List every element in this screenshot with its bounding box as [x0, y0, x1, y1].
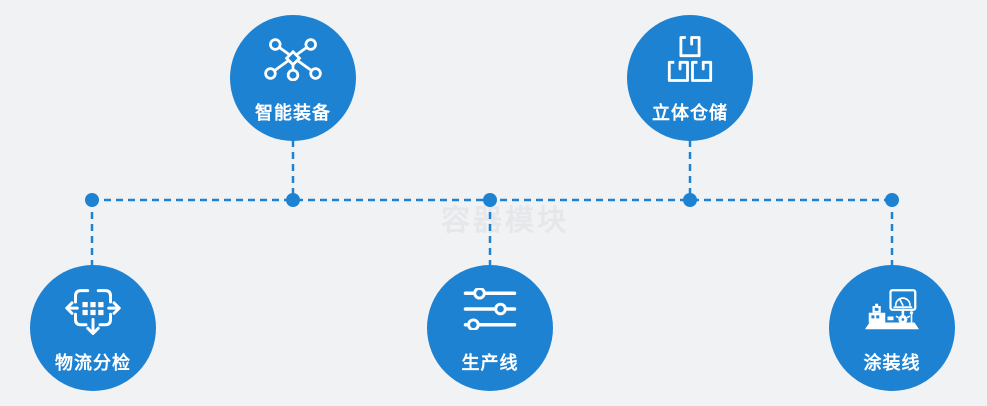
- node-label: 生产线: [461, 353, 519, 373]
- stacked-boxes-icon: [664, 30, 716, 88]
- node-production-line: 生产线: [427, 265, 553, 391]
- node-label: 智能装备: [255, 103, 331, 123]
- node-coating-line: 涂装线: [829, 265, 955, 391]
- node-label: 立体仓储: [652, 103, 728, 123]
- watermark-text: 容器模块: [441, 205, 570, 237]
- paint-machine-icon: [862, 280, 922, 338]
- node-warehouse: 立体仓储: [627, 15, 753, 141]
- sorting-arrows-icon: [65, 280, 121, 338]
- junction-dot: [885, 193, 899, 207]
- node-logistics-sorting: 物流分检: [30, 265, 156, 391]
- junction-dot: [683, 193, 697, 207]
- junction-dot: [483, 193, 497, 207]
- sliders-icon: [462, 280, 518, 338]
- network-nodes-icon: [264, 30, 322, 88]
- junction-dot: [286, 193, 300, 207]
- node-label: 物流分检: [55, 353, 131, 373]
- junction-dot: [85, 193, 99, 207]
- node-smart-equipment: 智能装备: [230, 15, 356, 141]
- node-label: 涂装线: [863, 353, 921, 373]
